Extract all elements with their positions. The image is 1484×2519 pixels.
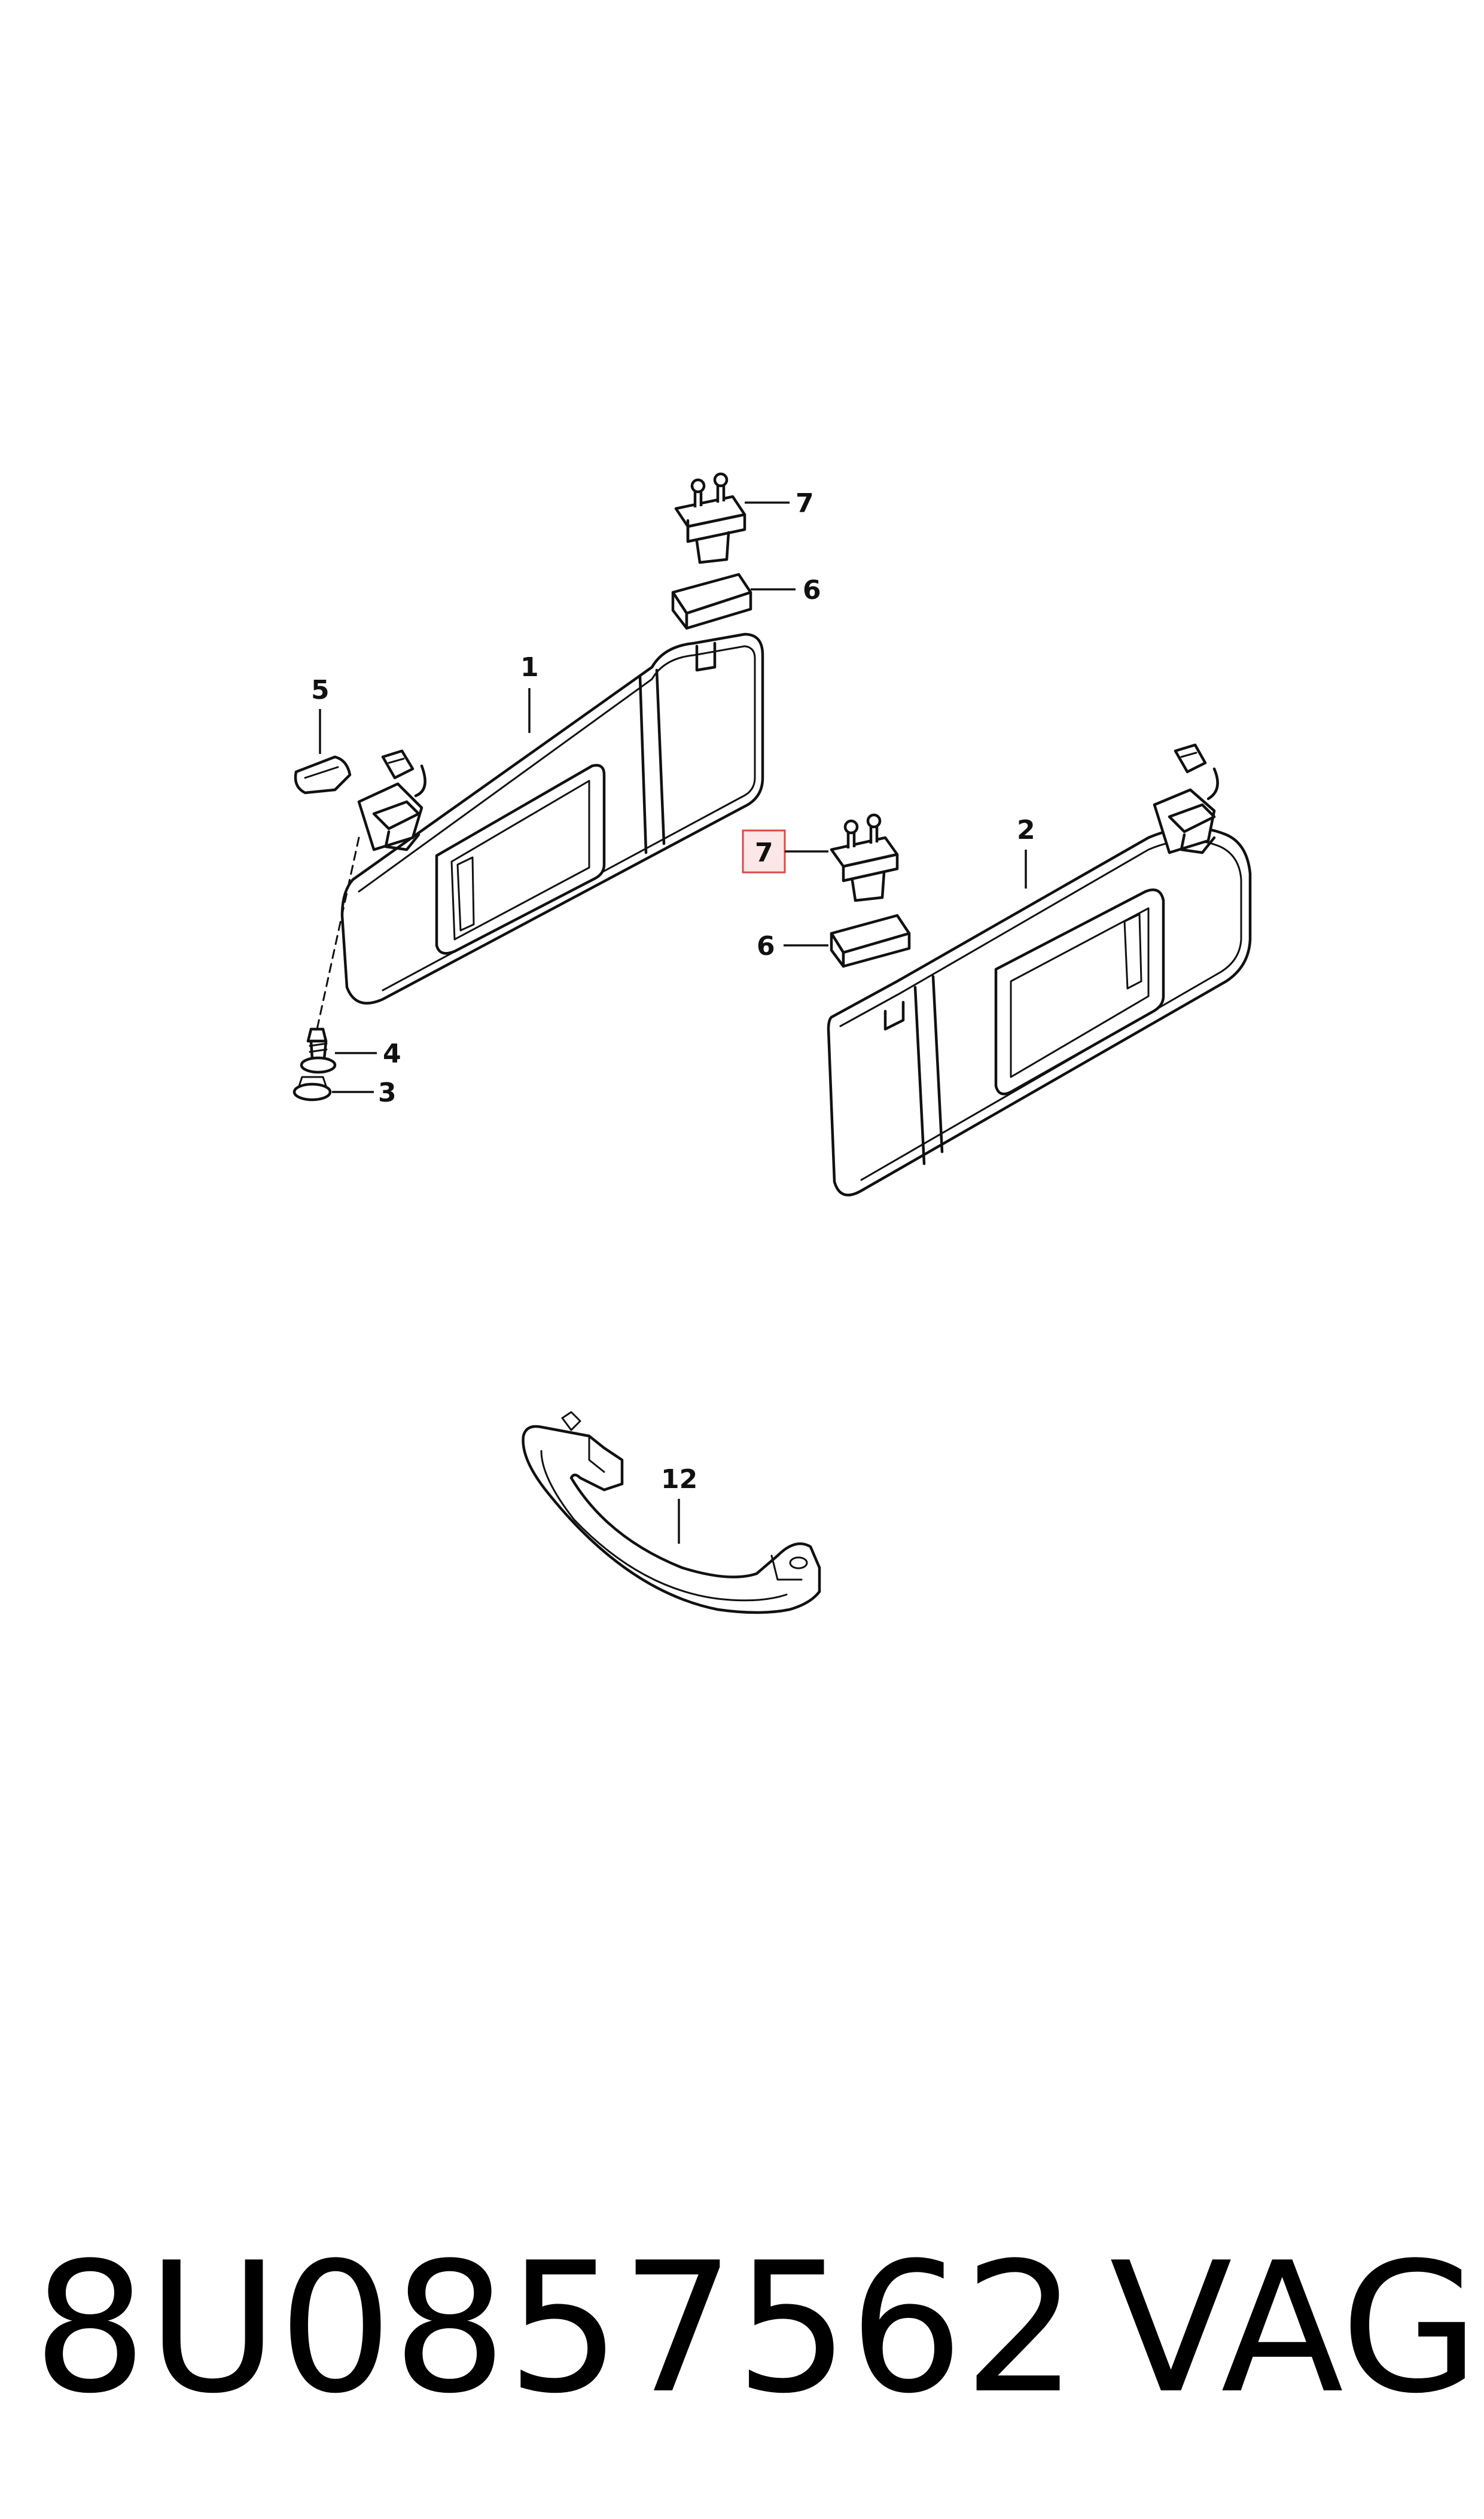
grab-handle-part-12 xyxy=(522,1411,821,1614)
brand-label: VAG xyxy=(1110,2224,1479,2433)
callout-3: 3 xyxy=(378,1078,397,1108)
clip-part-7-upper xyxy=(674,472,746,564)
washer-part-3 xyxy=(292,1076,332,1102)
sun-visor-part-2 xyxy=(827,743,1252,1197)
cover-part-6-upper xyxy=(671,573,752,630)
callout-5: 5 xyxy=(311,675,330,705)
cover-part-6-lower xyxy=(830,914,911,968)
callout-4: 4 xyxy=(383,1039,401,1069)
callout-7-highlight xyxy=(742,829,786,874)
screw-part-4 xyxy=(300,1027,337,1074)
clip-part-7-lower xyxy=(830,813,899,902)
sun-visor-part-1 xyxy=(340,632,764,1005)
callout-7-upper: 7 xyxy=(796,488,814,519)
cap-part-5 xyxy=(294,755,352,795)
callout-6-upper: 6 xyxy=(803,575,821,606)
callout-7-lower: 7 xyxy=(755,838,773,868)
callout-1: 1 xyxy=(520,652,539,683)
callout-6-lower: 6 xyxy=(757,931,775,962)
callout-12: 12 xyxy=(661,1464,697,1495)
callout-2: 2 xyxy=(1017,815,1035,845)
part-number-label: 8U0857562 xyxy=(33,2224,1078,2433)
assembly-guide-line xyxy=(316,836,360,1030)
